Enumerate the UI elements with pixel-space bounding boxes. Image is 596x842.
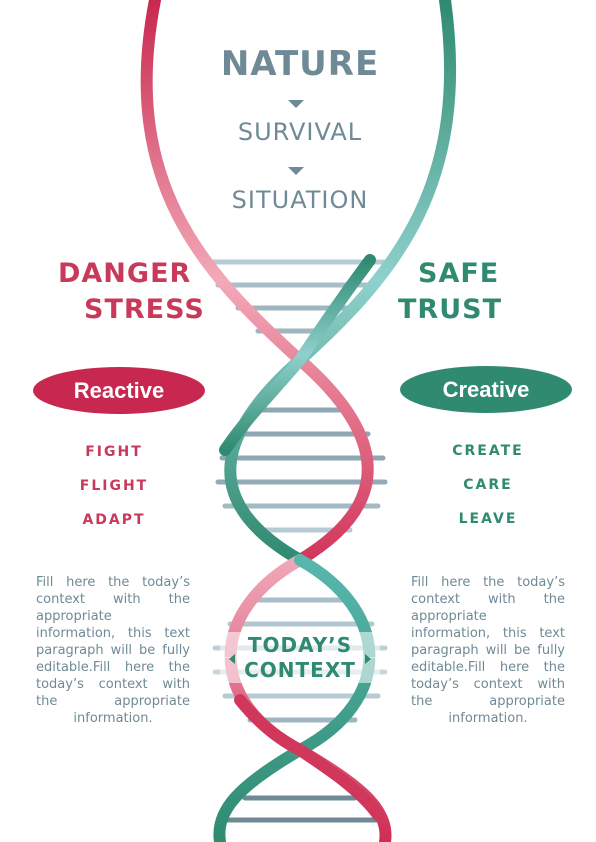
context-line2: CONTEXT: [220, 657, 380, 683]
arrow-down-icon: [288, 100, 304, 108]
chevron-right-icon: [365, 654, 371, 664]
reactive-pill: Reactive: [33, 367, 205, 414]
list-item-fight: FIGHT: [85, 444, 143, 460]
red-strand-upper: [140, 0, 374, 566]
list-item-create: CREATE: [452, 443, 524, 459]
nature-label: NATURE: [220, 44, 380, 84]
context-line1: TODAY’S: [220, 632, 380, 658]
danger-label: DANGER: [58, 258, 192, 289]
trust-label: TRUST: [398, 294, 502, 325]
list-item-flight: FLIGHT: [79, 478, 149, 494]
right-paragraph: Fill here the today’s context with the a…: [411, 575, 565, 726]
stress-label: STRESS: [84, 294, 205, 325]
safe-label: SAFE: [418, 258, 500, 289]
situation-label: SITUATION: [231, 186, 369, 214]
arrow-down-icon: [288, 167, 304, 175]
survival-label: SURVIVAL: [237, 118, 363, 146]
list-item-leave: LEAVE: [458, 511, 518, 527]
green-strand-lower: [213, 554, 376, 842]
list-item-care: CARE: [463, 477, 513, 493]
helix-rungs: [202, 259, 393, 823]
left-paragraph: Fill here the today’s context with the a…: [36, 575, 190, 726]
list-item-adapt: ADAPT: [82, 512, 146, 528]
chevron-left-icon: [229, 654, 235, 664]
creative-pill: Creative: [400, 366, 572, 413]
